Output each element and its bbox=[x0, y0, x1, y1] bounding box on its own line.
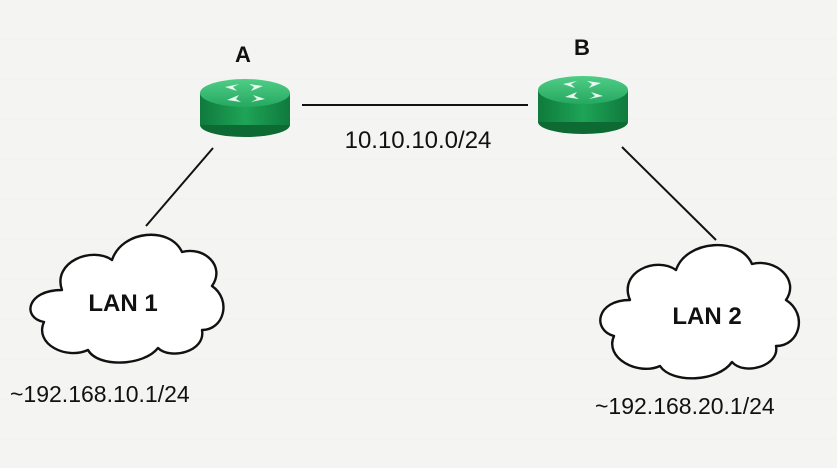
lan2-cloud bbox=[599, 243, 801, 380]
link-a-lan1 bbox=[145, 147, 214, 227]
lan1-ip: ~192.168.10.1/24 bbox=[10, 381, 190, 407]
router-a bbox=[200, 79, 290, 137]
lan1-label: LAN 1 bbox=[88, 290, 157, 317]
link-b-lan2 bbox=[621, 146, 717, 241]
lan1-cloud bbox=[29, 233, 225, 364]
lan2-ip: ~192.168.20.1/24 bbox=[595, 393, 775, 419]
router-a-label: A bbox=[235, 42, 251, 67]
router-b bbox=[538, 76, 628, 134]
link-label: 10.10.10.0/24 bbox=[345, 127, 492, 154]
router-b-label: B bbox=[574, 35, 590, 60]
router-icon bbox=[200, 79, 290, 137]
lan2-label: LAN 2 bbox=[672, 303, 741, 330]
router-icon bbox=[538, 76, 628, 134]
